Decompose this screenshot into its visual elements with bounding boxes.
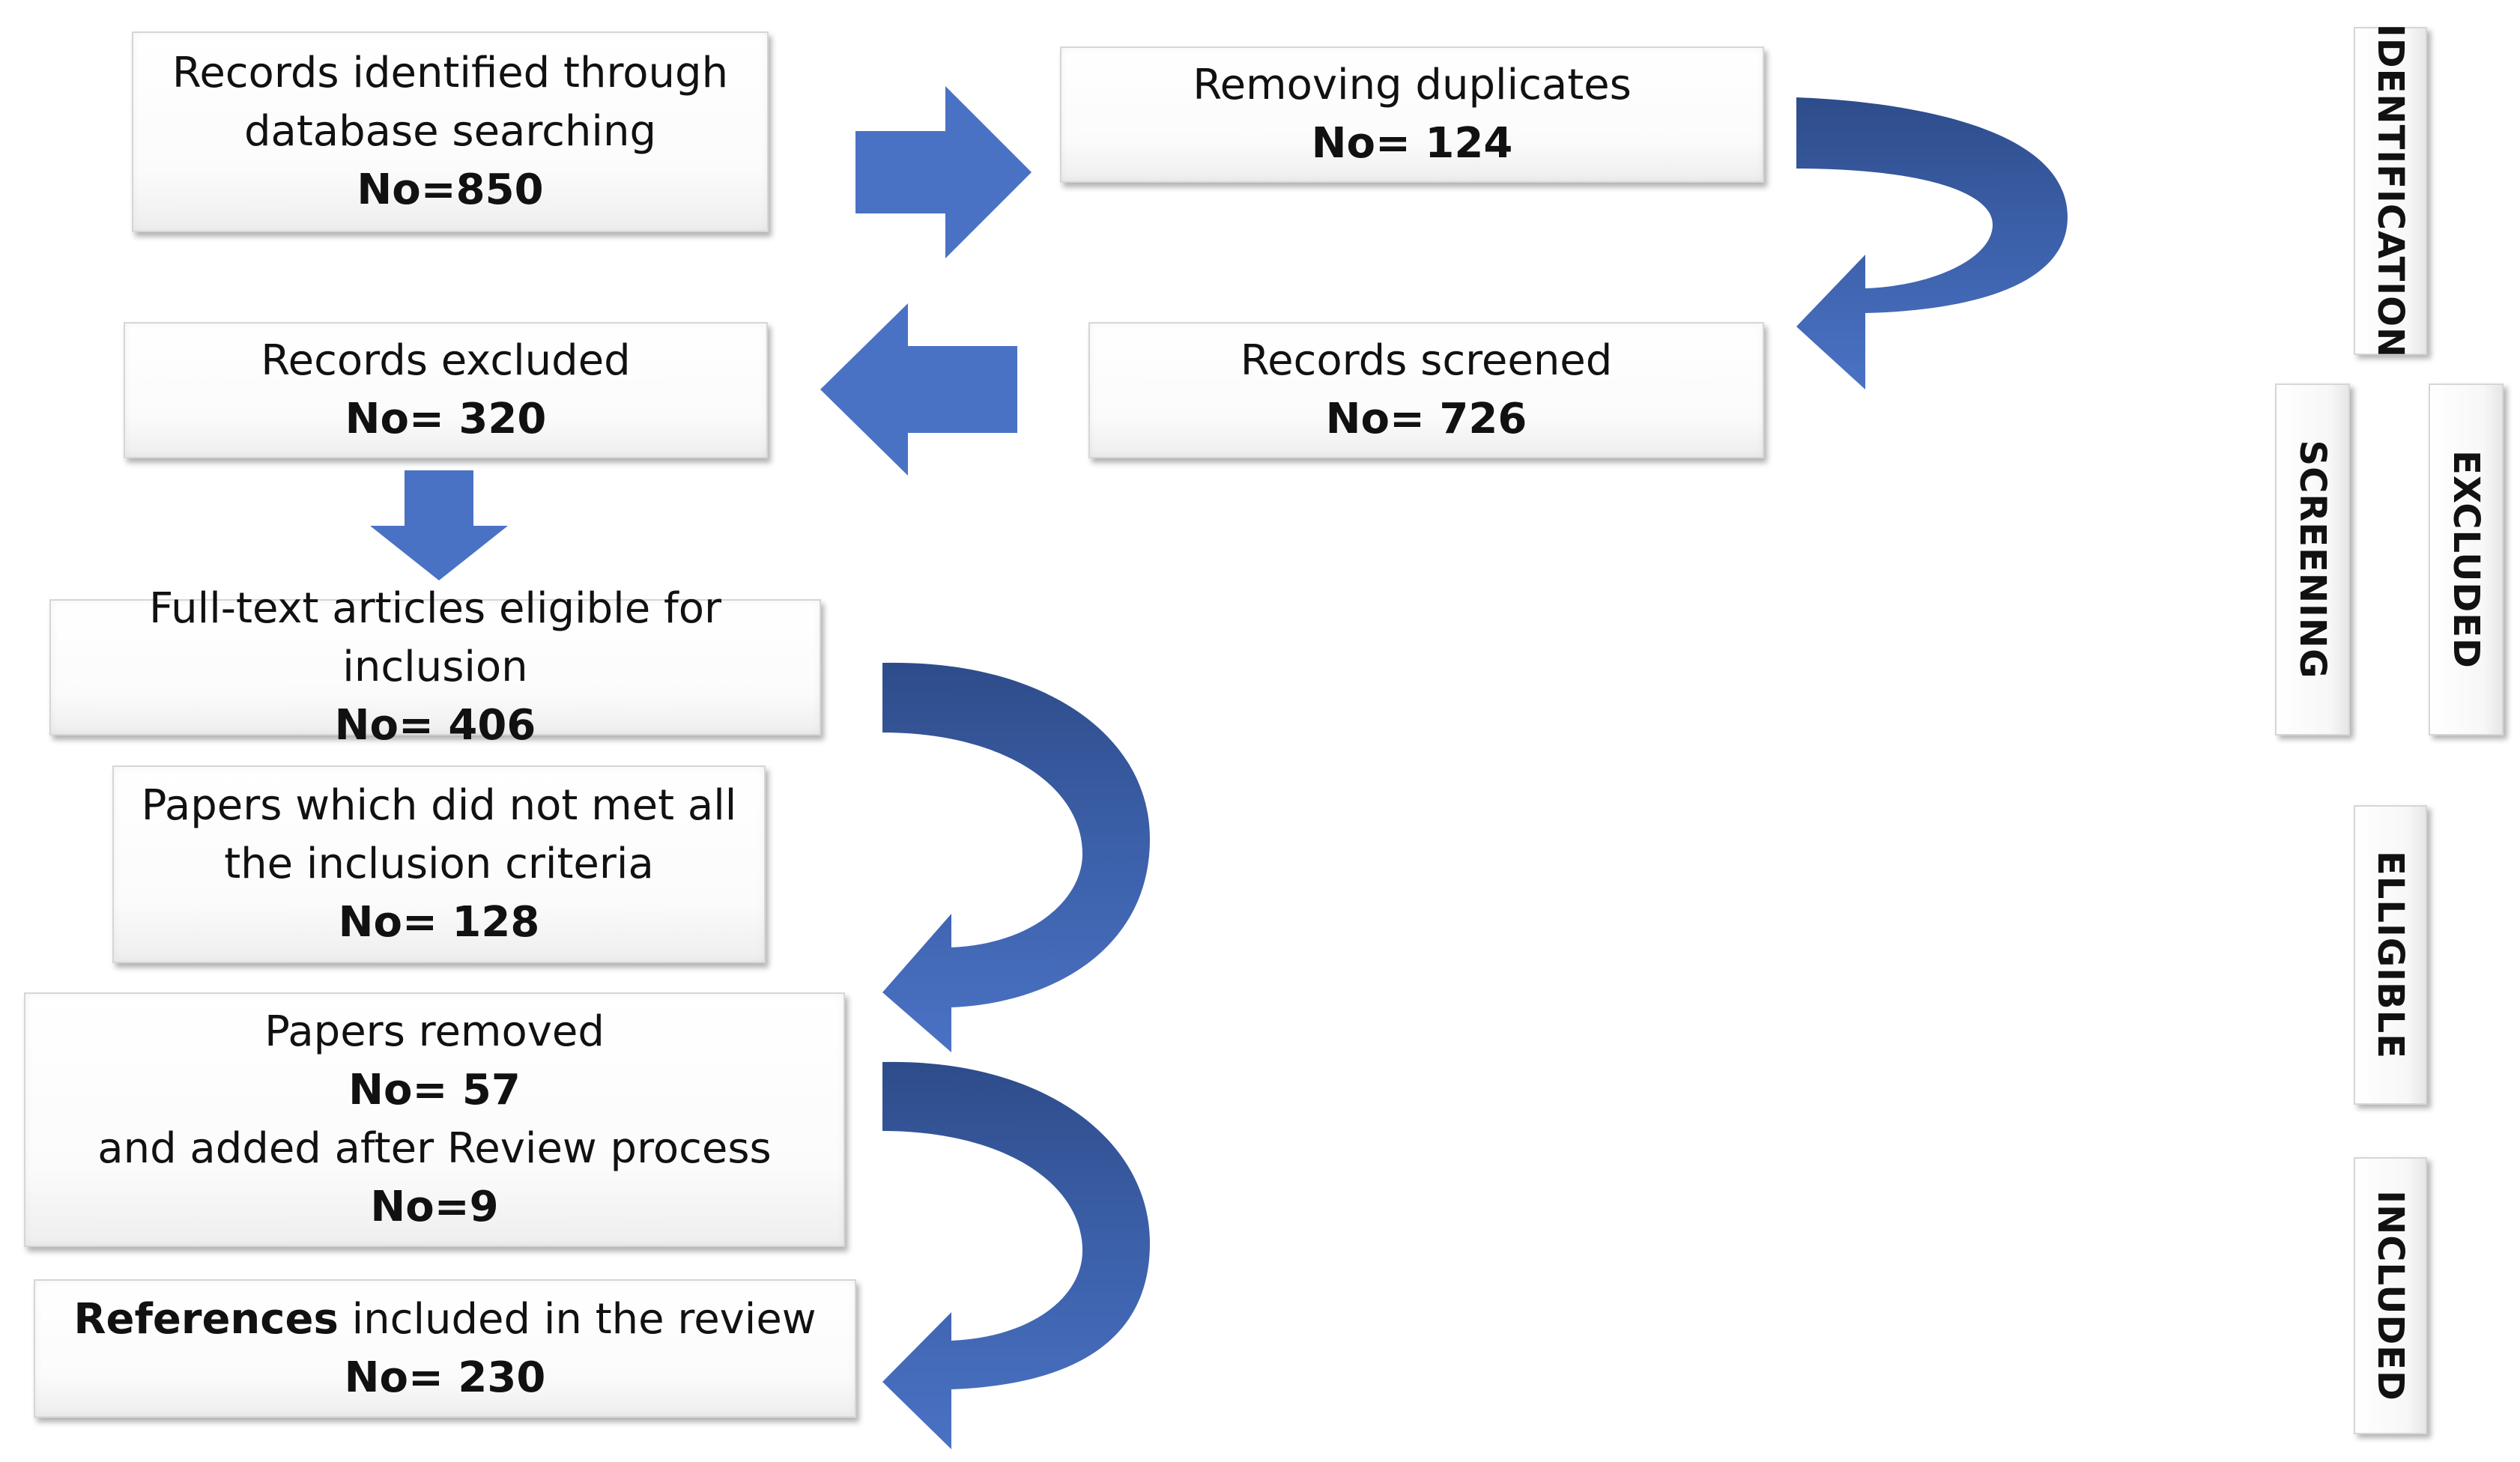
box-removing-duplicates-line1: Removing duplicates: [1193, 61, 1632, 109]
box-papers-removed: Papers removed No= 57 and added after Re…: [24, 992, 845, 1247]
curved-arrow-removed-to-included-icon: [882, 1061, 1150, 1449]
box-records-excluded-line1: Records excluded: [261, 336, 631, 385]
box-papers-removed-line2: and added after Review process: [97, 1124, 772, 1173]
box-records-screened-line1: Records screened: [1240, 336, 1613, 385]
box-records-identified-line1: Records identified through: [172, 49, 729, 97]
box-full-text-eligible-count: No= 406: [334, 701, 536, 750]
box-references-included-bold: References: [73, 1294, 339, 1344]
box-references-included-rest: included in the review: [338, 1294, 817, 1344]
box-full-text-eligible-line1: Full-text articles eligible for inclusio…: [149, 584, 721, 691]
box-references-included-line1: References included in the review: [73, 1290, 816, 1349]
box-records-identified-line2: database searching: [243, 107, 657, 156]
curved-arrow-eligible-to-removed-icon: [882, 662, 1150, 1052]
box-full-text-eligible: Full-text articles eligible for inclusio…: [49, 584, 821, 750]
box-references-included: References included in the review No= 23…: [34, 1279, 856, 1418]
stage-excluded: EXCLUDED: [2429, 383, 2504, 735]
stage-eligible: ELLIGIBLE: [2354, 805, 2427, 1105]
box-not-met-criteria-line2: the inclusion criteria: [224, 840, 654, 888]
box-not-met-criteria-count: No= 128: [338, 898, 540, 947]
box-not-met-criteria: Papers which did not met all the inclusi…: [112, 765, 766, 963]
stage-identification: IDENTIFICATION: [2354, 24, 2427, 358]
box-removing-duplicates-count: No= 124: [1311, 119, 1513, 168]
box-papers-removed-count2: No=9: [370, 1183, 499, 1231]
box-records-excluded: Records excluded No= 320: [124, 322, 768, 458]
box-not-met-criteria-line1: Papers which did not met all: [141, 781, 737, 830]
box-records-screened-count: No= 726: [1325, 395, 1527, 443]
box-records-excluded-count: No= 320: [345, 395, 547, 443]
box-records-identified: Records identified through database sear…: [132, 31, 769, 232]
box-papers-removed-count1: No= 57: [348, 1066, 521, 1114]
arrow-down-icon: [370, 470, 508, 580]
stage-included: INCLUDED: [2354, 1157, 2427, 1434]
stage-screening: SCREENING: [2275, 383, 2350, 735]
box-records-screened: Records screened No= 726: [1088, 322, 1764, 458]
arrow-left-icon: [820, 303, 1017, 476]
arrow-right-icon: [855, 86, 1032, 258]
box-papers-removed-line1: Papers removed: [264, 1007, 605, 1056]
box-removing-duplicates: Removing duplicates No= 124: [1060, 46, 1764, 183]
box-records-identified-count: No=850: [357, 166, 544, 214]
box-references-included-count: No= 230: [344, 1353, 546, 1402]
curved-arrow-duplicates-to-screened-icon: [1796, 97, 2068, 389]
